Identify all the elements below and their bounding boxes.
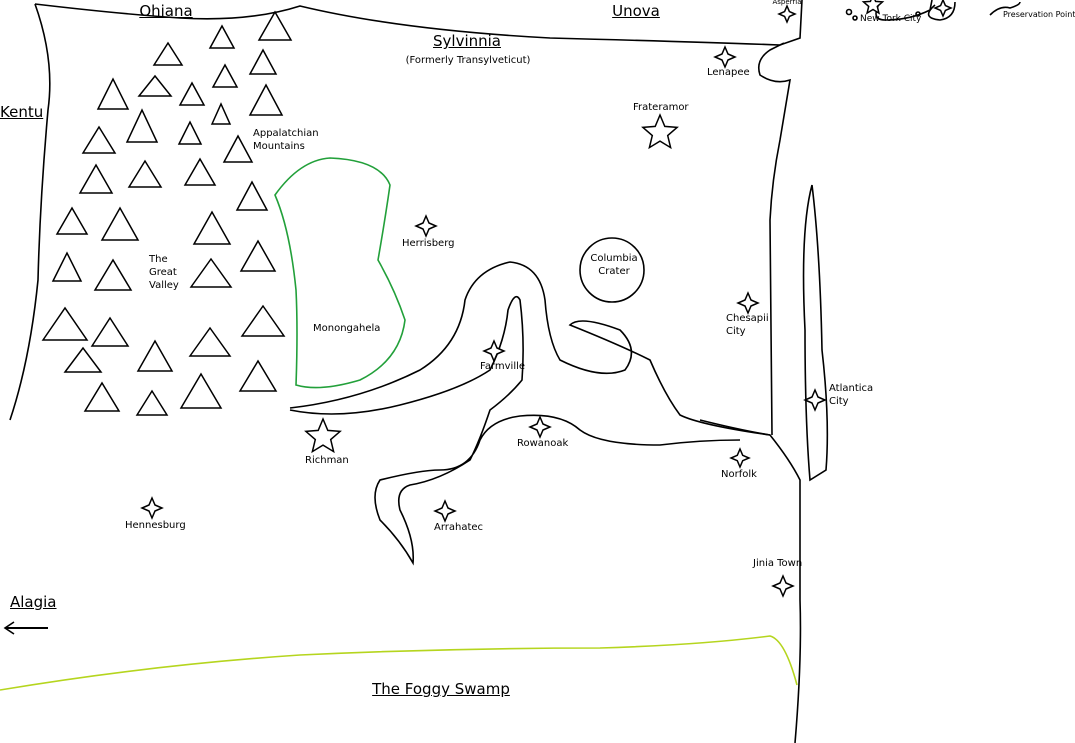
city-frateramor: Frateramor	[633, 102, 689, 113]
capital-star-icon	[304, 417, 342, 454]
mountain-icon	[189, 257, 233, 288]
city-star-icon	[140, 496, 164, 520]
mountain-icon	[51, 251, 83, 282]
city-norfolk: Norfolk	[721, 469, 757, 480]
mountain-icon	[125, 108, 159, 143]
east-bay	[927, 1, 956, 21]
mountain-icon	[210, 102, 232, 125]
mountain-icon	[240, 304, 286, 337]
label-preservation-point: Preservation Point	[1003, 10, 1075, 19]
mountain-icon	[41, 306, 89, 341]
mountain-icon	[248, 83, 284, 116]
city-hennesburg: Hennesburg	[125, 520, 186, 531]
mountain-icon	[192, 210, 232, 245]
city-star-icon	[729, 447, 751, 469]
label-monongahela: Monongahela	[313, 323, 381, 334]
mountain-icon	[127, 159, 163, 188]
foggy-swamp-border	[0, 635, 798, 691]
mountain-icon	[179, 372, 223, 409]
city-star-icon	[777, 4, 797, 24]
capital-star-icon	[861, 0, 885, 15]
city-star-icon	[736, 291, 760, 315]
city-star-icon	[713, 45, 737, 69]
city-star-icon	[803, 388, 827, 412]
mountain-icon	[136, 339, 174, 372]
atlantica-peninsula	[802, 184, 829, 482]
columbia-crater	[579, 237, 645, 303]
city-star-icon	[414, 214, 438, 238]
region-sylvinnia: Sylvinnia	[433, 32, 501, 50]
new-tork-bay	[875, 0, 933, 21]
mountain-icon	[83, 381, 121, 412]
mountain-icon	[90, 316, 130, 347]
city-arrahatec: Arrahatec	[434, 522, 484, 533]
arrow-head-icon	[3, 621, 15, 635]
mountain-icon	[248, 48, 278, 75]
city-star-icon	[933, 0, 953, 18]
region-unova: Unova	[612, 2, 660, 20]
region-foggy-swamp: The Foggy Swamp	[372, 680, 510, 698]
river-main-south	[289, 295, 741, 566]
mountain-icon	[239, 239, 277, 272]
city-star-icon	[482, 339, 506, 363]
mountain-icon	[222, 134, 254, 163]
city-asperria: Asperria	[772, 0, 802, 6]
mountain-icon	[183, 157, 217, 186]
mountain-icon	[135, 389, 169, 416]
eastern-coast	[757, 42, 792, 436]
sylvinnia-former-name: (Formerly Transylveticut)	[405, 55, 531, 66]
mountain-icon	[208, 24, 236, 49]
mountain-icon	[257, 10, 293, 41]
mountain-icon	[55, 206, 89, 235]
mountain-icon	[81, 125, 117, 154]
mountain-icon	[238, 359, 278, 392]
western-border	[9, 3, 51, 421]
mountain-icon	[96, 77, 130, 110]
mountain-icon	[235, 180, 269, 211]
city-herrisberg: Herrisberg	[402, 238, 455, 249]
city-richman: Richman	[305, 455, 349, 466]
mountain-icon	[137, 74, 173, 97]
mountain-icon	[177, 120, 203, 145]
city-star-icon	[433, 499, 457, 523]
city-new-tork: New Tork City	[860, 14, 922, 24]
city-star-icon	[771, 574, 795, 598]
river-main-north	[289, 261, 771, 436]
city-farmville: Farmville	[480, 361, 526, 372]
preservation-point-coast	[989, 1, 1021, 16]
mountain-icon	[211, 63, 239, 88]
mountain-icon	[178, 81, 206, 106]
northern-border	[34, 0, 803, 46]
capital-star-icon	[641, 113, 679, 150]
mountain-icon	[78, 163, 114, 194]
city-star-icon	[528, 415, 552, 439]
city-dot-icon	[852, 15, 858, 21]
region-alagia: Alagia	[10, 593, 57, 611]
mountain-icon	[152, 41, 184, 66]
region-kentu: Kentu	[0, 103, 44, 121]
southern-coast	[699, 419, 802, 743]
city-dot-icon	[845, 8, 853, 16]
mountain-icon	[100, 206, 140, 241]
mountain-icon	[63, 346, 103, 373]
city-jinia-town: Jinia Town	[753, 558, 803, 569]
city-dot-icon	[915, 11, 921, 17]
city-lenapee: Lenapee	[707, 67, 750, 78]
monongahela-lake	[274, 157, 406, 389]
mountain-icon	[188, 326, 232, 357]
region-ohiana: Ohiana	[139, 2, 193, 20]
mountain-icon	[93, 258, 133, 291]
city-rowanoak: Rowanoak	[517, 438, 569, 449]
